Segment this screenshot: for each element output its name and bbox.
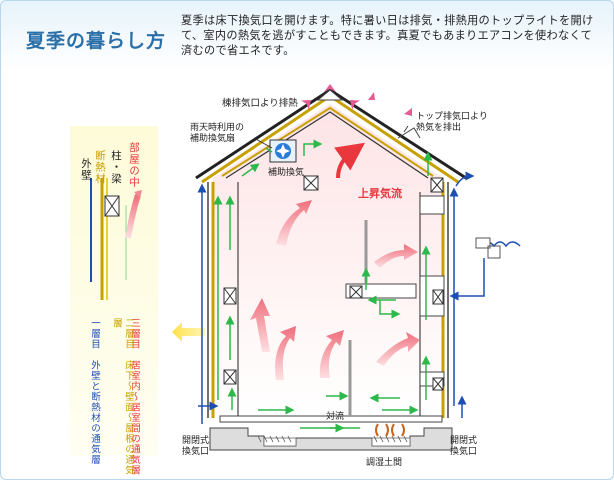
humidity-soil-mark bbox=[375, 423, 405, 437]
floor bbox=[219, 415, 443, 423]
foundation bbox=[209, 427, 453, 451]
legend-outer-wall: 外壁 bbox=[80, 158, 92, 181]
legend-box bbox=[70, 126, 158, 456]
outward-yellow-arrow bbox=[172, 322, 205, 342]
top-exhaust bbox=[397, 127, 421, 139]
legend-heat-arrow bbox=[125, 194, 141, 239]
legend-room: 部屋の中 bbox=[128, 142, 140, 188]
ridge-vent bbox=[316, 89, 344, 101]
page-title: 夏季の暮らし方 bbox=[26, 30, 167, 52]
top-exhaust-label-2: 熱気を排出 bbox=[416, 123, 462, 133]
convection-label: 対流 bbox=[326, 412, 345, 422]
pillar-marks bbox=[223, 175, 444, 391]
open-vent-right-label-1: 開閉式 bbox=[450, 436, 478, 446]
description-text: 夏季は床下換気口を開けます。特に暑い日は排気・排熱用のトップライトを開けて、室内… bbox=[181, 14, 594, 57]
rising-air-label: 上昇気流 bbox=[358, 187, 402, 200]
fan-icon bbox=[269, 139, 297, 163]
top-vent-hood bbox=[475, 237, 491, 249]
open-vent-right-label-2: 換気口 bbox=[450, 447, 478, 457]
legend-layer3: 三層目 居室内～居室間の通気層 bbox=[129, 318, 140, 476]
ridge-exhaust-label: 棟排気口より排熱 bbox=[222, 98, 298, 109]
legend-pillar: 柱・梁 bbox=[110, 150, 122, 185]
green-flow-arrows bbox=[213, 139, 433, 433]
open-vent-left-label-2: 換気口 bbox=[182, 447, 210, 457]
open-vent-left-label-1: 開閉式 bbox=[182, 436, 210, 446]
humidity-soil-label: 調湿土間 bbox=[366, 458, 403, 468]
legend-layer2: 二層目 床下～壁面～屋根の通気層 bbox=[111, 318, 134, 476]
house-interior bbox=[213, 104, 443, 418]
second-floor-beam bbox=[345, 283, 417, 299]
rain-fan-label-1: 雨天時利用の bbox=[190, 123, 245, 133]
heat-flow-arrows bbox=[250, 200, 420, 380]
legend-insulation: 断熱材 bbox=[94, 150, 106, 185]
ridge-exhaust-arrows bbox=[301, 84, 412, 116]
aux-vent-label: 補助換気 bbox=[268, 168, 305, 178]
rain-fan-label-2: 補助換気扇 bbox=[190, 134, 236, 144]
rising-arrow bbox=[334, 142, 366, 179]
top-exhaust-label-1: トップ排気口より bbox=[416, 112, 488, 122]
legend-layer1: 一層目 外壁と断熱材の通気層 bbox=[89, 318, 100, 465]
